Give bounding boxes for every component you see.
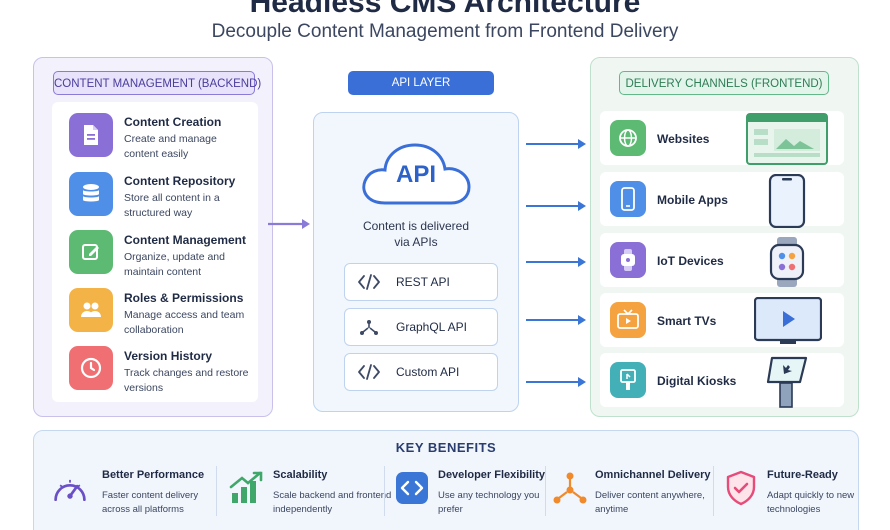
benefit-title: Future-Ready [767,469,838,481]
channel-label: Mobile Apps [657,193,728,207]
benefit-desc: Deliver content anywhere, anytime [595,490,705,515]
benefit-title: Omnichannel Delivery [595,469,711,481]
backend-item-desc: Store all content in a structured way [124,192,220,219]
api-item-label: GraphQL API [396,320,467,334]
document-icon [69,113,113,157]
graphql-icon [360,320,378,335]
backend-item-title: Version History [124,349,213,363]
backend-item-desc: Manage access and team collaboration [124,309,245,336]
watch-icon [610,242,646,278]
growth-chart-icon [228,470,264,506]
benefit-divider [545,466,546,516]
api-cloud-icon [362,143,471,205]
channel-label: Smart TVs [657,314,717,328]
benefit-divider [216,466,217,516]
mobile-illustration [768,174,806,228]
benefit-divider [713,466,714,516]
database-icon [69,172,113,216]
api-caption-line: Content is delivered [362,219,470,233]
api-caption: Content is delivered via APIs [313,218,519,250]
benefit-desc: Faster content delivery across all platf… [102,490,199,515]
diagram-title: Headless CMS Architecture [249,0,641,19]
kiosk-illustration [766,356,808,408]
backend-item-desc: Create and manage content easily [124,133,217,160]
phone-icon [610,181,646,217]
benefit-desc: Adapt quickly to new technologies [767,490,855,515]
kiosk-icon [610,362,646,398]
backend-item-desc: Organize, update and maintain content [124,251,225,278]
backend-item-title: Content Repository [124,174,236,188]
benefit-title: Scalability [273,469,328,481]
channel-label: Websites [657,132,710,146]
speedometer-icon [52,470,88,506]
network-icon [552,470,588,506]
users-icon [69,288,113,332]
backend-item-desc: Track changes and restore versions [124,367,249,394]
benefit-divider [384,466,385,516]
api-item-label: Custom API [396,365,460,379]
edit-icon [69,230,113,274]
benefit-title: Developer Flexibility [438,469,545,481]
code-icon [394,470,430,506]
backend-to-api-arrow [268,219,310,229]
code-icon [358,364,380,380]
backend-item-title: Roles & Permissions [124,291,244,305]
api-item-graphql: GraphQL API [344,308,498,346]
backend-item-title: Content Creation [124,115,222,129]
delivery-label: DELIVERY CHANNELS (FRONTEND) [619,71,829,95]
smartwatch-illustration [769,237,805,287]
benefits-panel [33,430,859,530]
globe-icon [610,120,646,156]
api-item-custom: Custom API [344,353,498,391]
api-layer-label: API LAYER [348,71,494,95]
api-caption-line: via APIs [394,235,438,249]
tv-illustration [754,297,822,344]
channel-label: IoT Devices [657,254,724,268]
api-item-label: REST API [396,275,450,289]
code-icon [358,274,380,290]
benefit-desc: Scale backend and frontend independently [273,490,392,515]
channel-label: Digital Kiosks [657,374,737,388]
benefits-title: KEY BENEFITS [395,440,497,455]
api-to-channels-arrows [526,139,586,387]
diagram-subtitle: Decouple Content Management from Fronten… [211,21,679,42]
tv-icon [610,302,646,338]
shield-icon [723,470,759,506]
website-illustration [746,113,828,165]
clock-icon [69,346,113,390]
api-item-rest: REST API [344,263,498,301]
backend-label: CONTENT MANAGEMENT (BACKEND) [53,71,261,95]
benefit-title: Better Performance [102,469,205,481]
benefit-desc: Use any technology you prefer [438,490,540,515]
backend-item-title: Content Management [124,233,247,247]
api-cloud-text: API [395,161,436,188]
